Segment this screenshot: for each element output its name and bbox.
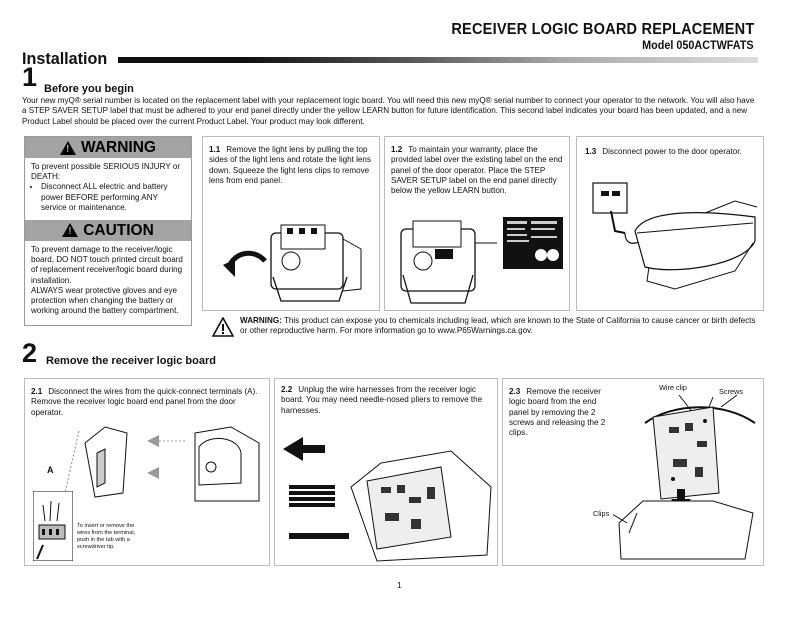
caution-banner: ! CAUTION [25, 219, 191, 241]
label-clips: Clips [593, 509, 610, 518]
step-2-3-number: 2.3 [509, 387, 521, 396]
caution-label: CAUTION [83, 221, 154, 239]
step-2-2-number: 2.2 [281, 385, 293, 394]
step-2-1-text: Disconnect the wires from the quick-conn… [31, 387, 258, 417]
arrow-icon [283, 437, 303, 461]
step-title-1: Before you begin [44, 83, 134, 95]
step-number-1: 1 [22, 62, 38, 92]
step-2-1-number: 2.1 [31, 387, 43, 396]
warning-label: WARNING [81, 138, 156, 156]
intro-paragraph: Your new myQ® serial number is located o… [22, 96, 755, 126]
step-1-2-text: To maintain your warranty, place the pro… [391, 145, 563, 196]
label-wire-clip: Wire clip [659, 383, 687, 392]
prop65-warning: WARNING: This product can expose you to … [212, 316, 764, 337]
caution-triangle-icon: ! [62, 223, 79, 238]
arrow-icon [223, 259, 235, 277]
arrow-icon [671, 489, 691, 511]
step-1-3-number: 1.3 [585, 147, 597, 156]
warning-triangle-icon: ! [60, 140, 77, 155]
model-number: Model 050ACTWFATS [642, 40, 754, 52]
step-2-3-text: Remove the receiver logic board from the… [509, 387, 606, 438]
label-screws: Screws [719, 387, 743, 396]
step-1-2-number: 1.2 [391, 145, 403, 154]
caution-text-block: To prevent damage to the receiver/logic … [25, 241, 191, 319]
warning-text-block: To prevent possible SERIOUS INJURY or DE… [25, 158, 191, 216]
light-lens-illustration [223, 224, 362, 302]
prop65-text: This product can expose you to chemicals… [240, 316, 756, 336]
step-1-1-number: 1.1 [209, 145, 221, 154]
terminal-inset-caption: To insert or remove the wires from the t… [77, 523, 136, 550]
warning-text: To prevent possible SERIOUS INJURY or DE… [31, 162, 181, 182]
warning-bullet: Disconnect ALL electric and battery powe… [41, 182, 185, 213]
end-panel-illustration [64, 426, 260, 502]
door-operator-illustration [592, 182, 758, 290]
step-2-2-text: Unplug the wire harnesses from the recei… [281, 385, 483, 415]
caution-text-1: To prevent damage to the receiver/logic … [31, 244, 183, 285]
warning-triangle-icon [212, 317, 234, 337]
caution-text-2: ALWAYS wear protective gloves and eye pr… [31, 285, 179, 316]
board-removal-illustration [613, 394, 756, 560]
section-heading: Installation [22, 49, 108, 68]
step-1-3-text: Disconnect power to the door operator. [602, 147, 742, 156]
screwdriver-icon [36, 544, 44, 560]
safety-box: ! WARNING To prevent possible SERIOUS IN… [24, 136, 192, 326]
document-title: RECEIVER LOGIC BOARD REPLACEMENT [450, 21, 754, 38]
step-1-1-text: Remove the light lens by pulling the top… [209, 145, 371, 185]
outlet-plug-icon [592, 182, 628, 214]
prop65-label: WARNING: [240, 316, 282, 325]
warning-banner: ! WARNING [25, 137, 191, 158]
step-title-2: Remove the receiver logic board [46, 355, 216, 367]
callout-a: A [47, 465, 54, 475]
page-number: 1 [397, 580, 402, 590]
step-number-2: 2 [22, 338, 38, 368]
panel-step-1-3: 1.3 Disconnect power to the door operator… [576, 136, 764, 311]
heading-rule [118, 57, 758, 63]
terminal-inset-illustration [33, 491, 73, 561]
label-placement-illustration [400, 217, 563, 304]
harness-illustration [283, 437, 492, 562]
